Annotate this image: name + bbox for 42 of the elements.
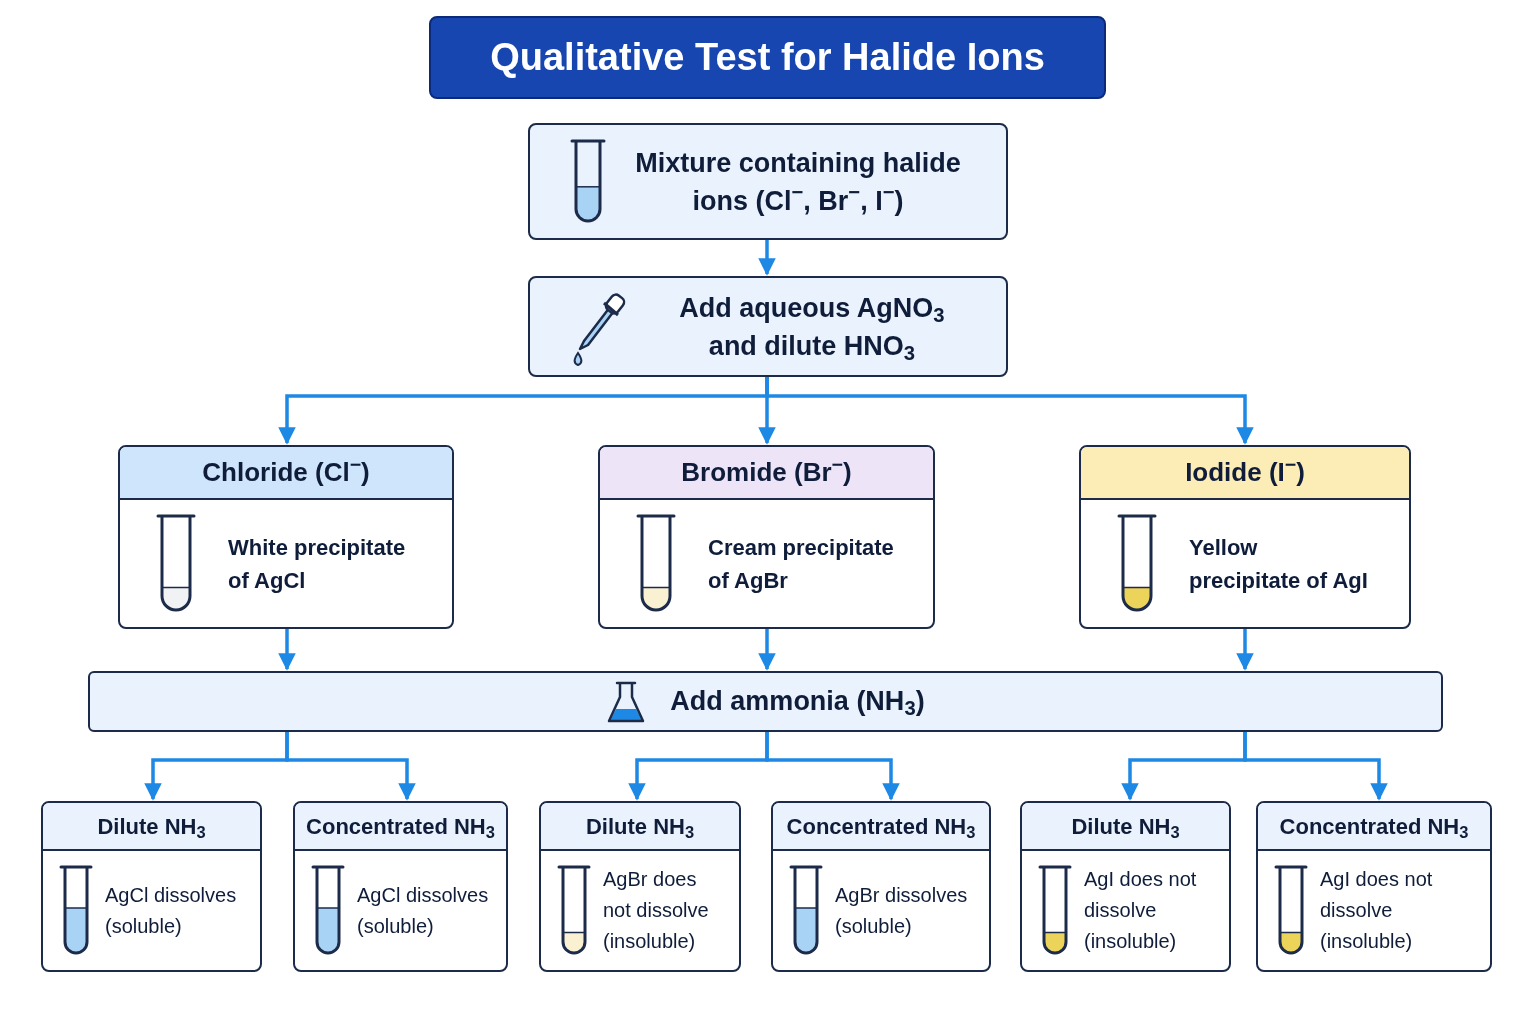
result-text: AgCl dissolves (soluble) bbox=[357, 882, 490, 939]
result-card bbox=[118, 445, 454, 629]
title-banner: Qualitative Test for Halide Ions bbox=[429, 16, 1106, 99]
result-text: AgI does not dissolve (insoluble) bbox=[1084, 867, 1198, 954]
arrow bbox=[285, 732, 416, 801]
card-heading: Iodide (I$^{−}$) bbox=[1185, 453, 1305, 489]
result-card bbox=[1079, 445, 1411, 629]
card-heading: Dilute NH$_{3}$ bbox=[585, 812, 695, 843]
result-card bbox=[293, 801, 508, 972]
arrow bbox=[278, 629, 296, 671]
card-heading: Concentrated NH$_{3}$ bbox=[1279, 812, 1469, 843]
card-heading: Dilute NH$_{3}$ bbox=[1071, 812, 1180, 843]
result-text: AgCl dissolves (soluble) bbox=[105, 882, 238, 939]
card-heading: Concentrated NH$_{3}$ bbox=[306, 812, 495, 843]
arrow bbox=[1236, 629, 1254, 671]
step-text: Add aqueous AgNO$_{3}$ and dilute HNO$_{3}$ bbox=[679, 292, 945, 361]
arrow bbox=[765, 377, 1254, 445]
result-text: AgI does not dissolve (insoluble) bbox=[1320, 867, 1434, 954]
card-heading: Dilute NH$_{3}$ bbox=[97, 812, 206, 843]
process-box bbox=[528, 123, 1008, 240]
result-card bbox=[1256, 801, 1492, 972]
result-card bbox=[771, 801, 991, 972]
card-heading: Bromide (Br$^{−}$) bbox=[681, 453, 852, 489]
process-bar bbox=[88, 671, 1443, 732]
result-text: AgBr does not dissolve (insoluble) bbox=[603, 867, 710, 954]
result-card bbox=[1020, 801, 1231, 972]
process-box bbox=[528, 276, 1008, 377]
arrow bbox=[758, 240, 776, 276]
result-text: Yellow precipitate of AgI bbox=[1189, 533, 1369, 595]
card-heading: Concentrated NH$_{3}$ bbox=[786, 812, 976, 843]
result-card bbox=[598, 445, 935, 629]
result-text: AgBr dissolves (soluble) bbox=[835, 882, 969, 939]
step-text: Add ammonia (NH$_{3}$) bbox=[670, 685, 925, 722]
result-card bbox=[539, 801, 741, 972]
arrow bbox=[765, 732, 900, 801]
card-heading: Chloride (Cl$^{−}$) bbox=[202, 453, 370, 489]
result-text: White precipitate of AgCl bbox=[228, 533, 407, 595]
arrow bbox=[758, 629, 776, 671]
result-text: Cream precipitate of AgBr bbox=[708, 533, 895, 595]
arrow bbox=[1243, 732, 1388, 801]
result-card bbox=[41, 801, 262, 972]
step-text: Mixture containing halide ions (Cl$^{−}$, Br$^{−}$, I$^{−}$) bbox=[635, 147, 961, 216]
